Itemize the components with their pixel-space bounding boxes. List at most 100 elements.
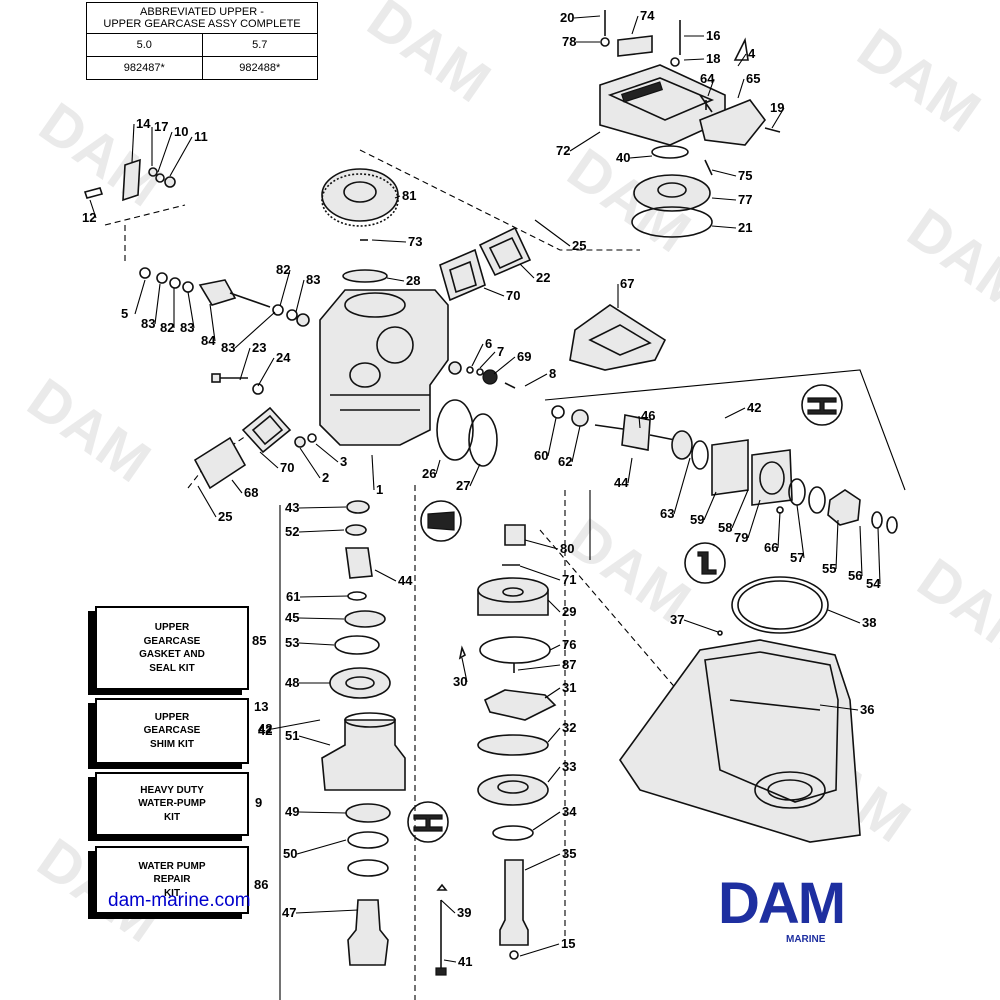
callout-leader (711, 169, 737, 177)
callout-leader (737, 78, 745, 99)
part-callout: 35 (562, 846, 576, 861)
part-callout: 39 (457, 905, 471, 920)
callout-leader (517, 664, 561, 671)
part-callout: 69 (517, 349, 531, 364)
watermark: DAM (906, 546, 1000, 675)
part-callout: 1 (376, 482, 383, 497)
part-callout: 53 (285, 635, 299, 650)
callout-leader (461, 657, 468, 683)
callout-leader (519, 943, 560, 957)
part-callout: 83 (141, 316, 155, 331)
callout-leader (443, 959, 457, 963)
part-callout: 73 (408, 234, 422, 249)
part-callout: 83 (306, 272, 320, 287)
callout-leader (471, 343, 484, 367)
callout-leader (524, 373, 548, 387)
callout-leader (154, 283, 161, 325)
part-callout: 47 (282, 905, 296, 920)
callout-leader (440, 899, 456, 914)
callout-leader (234, 311, 276, 349)
callout-leader (827, 609, 861, 624)
part-callout: 74 (640, 8, 655, 23)
kit-label: UPPER GEARCASE SHIM KIT (143, 711, 201, 750)
callout-leader (549, 644, 561, 651)
bracket-67 (569, 304, 667, 371)
part-callout: 81 (402, 188, 416, 203)
callout-leader (271, 719, 321, 730)
callout-leader (707, 78, 715, 97)
kit-box: UPPER GEARCASE GASKET AND SEAL KIT (95, 606, 249, 690)
sealant-icon (420, 500, 462, 542)
lube-icon (684, 542, 726, 584)
bracket-number: 42 (258, 723, 273, 738)
callout-leader (131, 123, 135, 163)
callout-leader (747, 499, 761, 539)
part-callout: 22 (536, 270, 550, 285)
part-callout: 82 (160, 320, 174, 335)
callout-leader (493, 356, 516, 375)
part-callout: 66 (764, 540, 778, 555)
part-callout: 11 (194, 129, 208, 144)
callout-leader (703, 491, 717, 521)
callout-leader (298, 617, 345, 620)
part-callout: 46 (641, 408, 655, 423)
callout-leader (298, 529, 345, 533)
part-callout: 75 (738, 168, 752, 183)
callout-leader (724, 407, 746, 419)
part-callout: 7 (497, 344, 504, 359)
kit-label: UPPER GEARCASE GASKET AND SEAL KIT (139, 622, 205, 674)
website-url[interactable]: dam-marine.com (108, 890, 251, 911)
part-callout: 38 (862, 615, 876, 630)
part-callout: 51 (285, 728, 299, 743)
part-callout: 84 (201, 333, 216, 348)
part-callout: 37 (670, 612, 684, 627)
callout-leader (532, 811, 561, 831)
kit-number: 9 (255, 795, 263, 810)
part-callout: 59 (690, 512, 704, 527)
part-callout: 24 (276, 350, 291, 365)
callout-leader (524, 853, 561, 871)
callout-leader (547, 727, 561, 743)
fasteners (211, 361, 516, 467)
part-callout: 80 (560, 541, 574, 556)
part-callout: 14 (136, 116, 151, 131)
part-callout: 42 (747, 400, 761, 415)
shim-icon (407, 801, 449, 843)
lower-housing-36 (619, 576, 861, 843)
callout-leader (638, 415, 641, 429)
part-callout: 72 (556, 143, 570, 158)
part-callout: 30 (453, 674, 467, 689)
part-callout: 21 (738, 220, 752, 235)
part-callout: 26 (422, 466, 436, 481)
callout-leader (544, 687, 561, 699)
part-callout: 68 (244, 485, 258, 500)
table-cell: 982488* (201, 56, 318, 80)
callout-leader (89, 199, 97, 219)
part-callout: 55 (822, 561, 836, 576)
kit-number: 86 (254, 877, 269, 892)
part-callout: 52 (285, 524, 299, 539)
callout-leader (259, 451, 279, 469)
part-callout: 56 (848, 568, 862, 583)
part-callout: 4 (748, 46, 756, 61)
callout-leader (239, 347, 251, 381)
callout-leader (547, 417, 557, 457)
part-callout: 54 (866, 576, 881, 591)
callout-leader (209, 303, 216, 342)
callout-leader (711, 225, 737, 229)
callout-leader (298, 506, 347, 509)
part-callout: 40 (616, 150, 630, 165)
part-callout: 23 (252, 340, 266, 355)
brand-logo-subtitle: MARINE (786, 934, 826, 945)
part-callout: 50 (283, 846, 297, 861)
part-callout: 15 (561, 936, 575, 951)
callout-leader (819, 704, 859, 711)
part-callout: 33 (562, 759, 576, 774)
part-callout: 19 (770, 100, 784, 115)
part-callout: 42 (258, 721, 272, 736)
part-callout: 18 (706, 51, 720, 66)
callout-leader (731, 489, 749, 529)
cover-77 (633, 174, 711, 212)
